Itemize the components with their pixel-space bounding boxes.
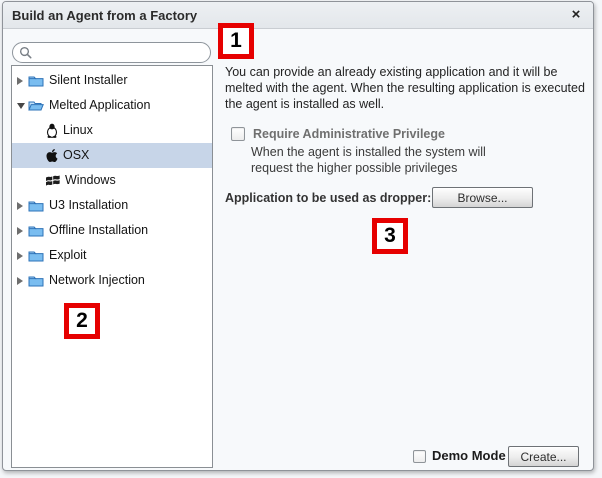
build-agent-dialog: Build an Agent from a Factory × Silent I… [2, 1, 594, 471]
folder-closed-icon [28, 274, 44, 287]
folder-closed-icon [28, 224, 44, 237]
tree-item-windows[interactable]: Windows [12, 168, 212, 193]
tree-item-u3-installation[interactable]: U3 Installation [12, 193, 212, 218]
require-admin-label: Require Administrative Privilege [253, 127, 445, 141]
expander-collapsed-icon[interactable] [17, 76, 28, 85]
dropper-label: Application to be used as dropper: [225, 191, 432, 205]
demo-mode-label: Demo Mode [432, 448, 506, 463]
expander-collapsed-icon[interactable] [17, 276, 28, 285]
expander-collapsed-icon[interactable] [17, 251, 28, 260]
annotation-box-1: 1 [218, 23, 254, 59]
apple-icon [46, 148, 58, 163]
factory-tree: Silent Installer Melted Application [11, 65, 213, 468]
windows-icon [46, 174, 60, 187]
close-icon[interactable]: × [571, 6, 581, 23]
expander-collapsed-icon[interactable] [17, 201, 28, 210]
folder-closed-icon [28, 74, 44, 87]
tree-item-offline-installation[interactable]: Offline Installation [12, 218, 212, 243]
linux-icon [46, 123, 58, 138]
tree-item-melted-application[interactable]: Melted Application [12, 93, 212, 118]
require-admin-checkbox[interactable] [231, 127, 245, 141]
titlebar: Build an Agent from a Factory × [3, 2, 593, 29]
search-icon [19, 46, 32, 59]
dialog-title: Build an Agent from a Factory [12, 8, 198, 23]
tree-item-exploit[interactable]: Exploit [12, 243, 212, 268]
search-box [12, 42, 211, 63]
annotation-box-3: 3 [372, 218, 408, 254]
folder-closed-icon [28, 199, 44, 212]
description-text: You can provide an already existing appl… [225, 65, 585, 111]
demo-mode-checkbox[interactable] [413, 450, 426, 463]
folder-closed-icon [28, 249, 44, 262]
folder-open-icon [28, 99, 44, 112]
create-button[interactable]: Create... [508, 446, 579, 467]
expander-collapsed-icon[interactable] [17, 226, 28, 235]
tree-item-silent-installer[interactable]: Silent Installer [12, 68, 212, 93]
tree-item-osx[interactable]: OSX [12, 143, 212, 168]
annotation-box-2: 2 [64, 303, 100, 339]
search-input[interactable] [37, 45, 204, 60]
browse-button[interactable]: Browse... [432, 187, 533, 208]
expander-expanded-icon[interactable] [17, 102, 28, 109]
tree-item-network-injection[interactable]: Network Injection [12, 268, 212, 293]
require-admin-help-text: When the agent is installed the system w… [251, 145, 486, 175]
tree-item-linux[interactable]: Linux [12, 118, 212, 143]
